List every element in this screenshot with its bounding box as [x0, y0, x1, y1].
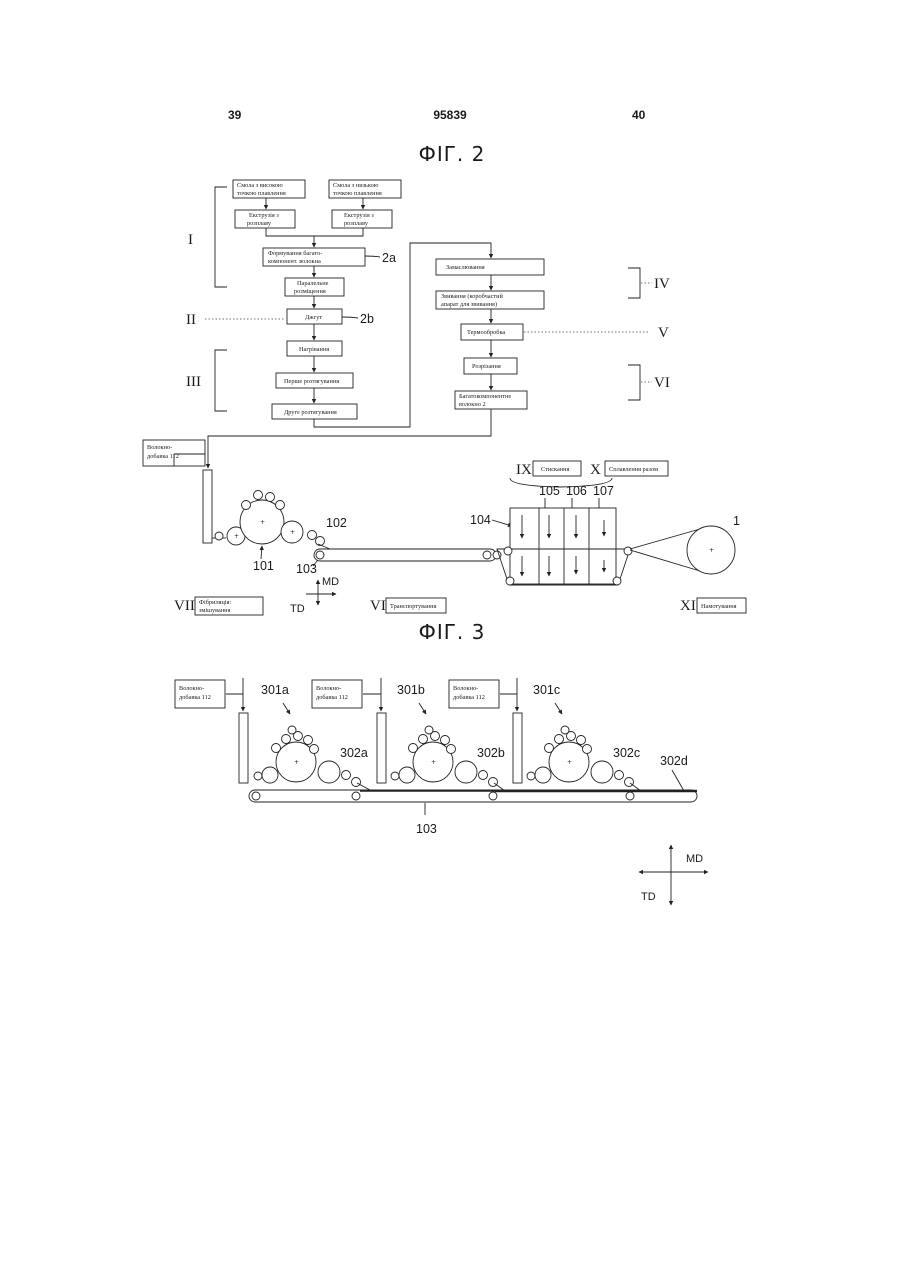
fig3-additive-c-1: Волокно- — [453, 685, 478, 692]
label-1: 1 — [733, 514, 740, 528]
heating-label: Нагрівання — [299, 346, 329, 353]
svg-text:+: + — [709, 547, 714, 554]
label-301a: 301a — [261, 683, 289, 697]
forming-label-2: компонент. волокна — [268, 258, 321, 265]
fibrillation-label-2: змішування — [199, 607, 231, 614]
roman-X: X — [590, 462, 601, 478]
fig3-additive-b-1: Волокно- — [316, 685, 341, 692]
heat-treatment-label: Термообробка — [467, 329, 505, 336]
svg-text:+: + — [260, 519, 265, 526]
crimping-label-1: Звивання (коробчастий — [441, 293, 504, 300]
parallel-label-2: розміщення — [294, 288, 326, 295]
roman-V: V — [658, 325, 669, 341]
label-2a: 2a — [382, 251, 396, 265]
label-301c: 301c — [533, 683, 560, 697]
label-302a: 302a — [340, 746, 368, 760]
svg-text:+: + — [234, 533, 239, 540]
tow-label: Джгут — [305, 314, 322, 321]
fusion-label: Сплавлення разом — [609, 466, 658, 473]
fig3-production-line: Волокно- добавка 112 301a + 302a Волокно… — [175, 678, 708, 905]
parallel-label-1: Паралельне — [297, 280, 329, 287]
svg-text:+: + — [290, 529, 295, 536]
roman-VII: VII — [174, 598, 195, 614]
roman-IX: IX — [516, 462, 532, 478]
compression-label: Стискання — [541, 466, 570, 473]
resin-high-label-1: Смола з високою — [237, 182, 283, 189]
label-302d: 302d — [660, 754, 688, 768]
first-draw-label: Перше розтягування — [284, 378, 339, 385]
extrusion-left-1: Екструзія з — [249, 212, 279, 219]
right-page-number: 40 — [632, 108, 646, 122]
td-label-fig3: TD — [641, 891, 656, 903]
roman-I: I — [188, 232, 193, 248]
transport-label: Транспортування — [390, 603, 437, 610]
label-301b: 301b — [397, 683, 425, 697]
td-label-fig2: TD — [290, 603, 305, 615]
crimping-label-2: апарат для звивання) — [441, 301, 497, 308]
label-103-fig3: 103 — [416, 822, 437, 836]
patent-number: 95839 — [433, 108, 467, 122]
left-page-number: 39 — [228, 108, 242, 122]
resin-high-label-2: точкою плавлення — [237, 190, 286, 197]
multi-fiber-label-1: Багатокомпонентне — [459, 393, 511, 400]
forming-label-1: Формування багато- — [268, 250, 322, 257]
fig3-title: ФІГ. 3 — [419, 620, 486, 644]
svg-text:+: + — [294, 759, 299, 766]
roman-IV: IV — [654, 276, 670, 292]
second-draw-label: Друге розтягування — [284, 409, 337, 416]
fig3-additive-c-2: добавка 112 — [453, 694, 485, 701]
label-102: 102 — [326, 516, 347, 530]
fig2-flowchart: Смола з високою точкою плавлення Смола з… — [186, 180, 670, 468]
svg-text:+: + — [567, 759, 572, 766]
roman-XI: XI — [680, 598, 696, 614]
winding-label: Намотування — [701, 603, 737, 610]
extrusion-left-2: розплаву — [247, 220, 272, 227]
label-2b: 2b — [360, 312, 374, 326]
label-302c: 302c — [613, 746, 640, 760]
fig3-additive-a-2: добавка 112 — [179, 694, 211, 701]
fibrillation-label-1: Фібриляція: — [199, 599, 232, 606]
extrusion-right-2: розплаву — [344, 220, 369, 227]
label-302b: 302b — [477, 746, 505, 760]
label-105: 105 — [539, 484, 560, 498]
resin-low-label-2: точкою плавлення — [333, 190, 382, 197]
svg-text:+: + — [431, 759, 436, 766]
fig2-title: ФІГ. 2 — [419, 142, 486, 166]
fig3-additive-a-1: Волокно- — [179, 685, 204, 692]
label-107: 107 — [593, 484, 614, 498]
label-103: 103 — [296, 562, 317, 576]
fig3-additive-b-2: добавка 112 — [316, 694, 348, 701]
multi-fiber-label-2: волокно 2 — [459, 401, 486, 408]
md-label-fig2: MD — [322, 576, 339, 588]
label-104: 104 — [470, 513, 491, 527]
roman-II: II — [186, 312, 196, 328]
resin-low-label-1: Смола з низькою — [333, 182, 379, 189]
roman-VI: VI — [654, 375, 670, 391]
roman-III: III — [186, 374, 201, 390]
label-101: 101 — [253, 559, 274, 573]
cutting-label: Розрізання — [472, 363, 501, 370]
fig2-production-line: Волокно- добавка 112 + + + 101 102 103 — [143, 440, 746, 615]
label-106: 106 — [566, 484, 587, 498]
md-label-fig3: MD — [686, 853, 703, 865]
oiling-label: Замаслювання — [446, 264, 485, 271]
additive-label-1: Волокно- — [147, 444, 172, 451]
extrusion-right-1: Екструзія з — [344, 212, 374, 219]
